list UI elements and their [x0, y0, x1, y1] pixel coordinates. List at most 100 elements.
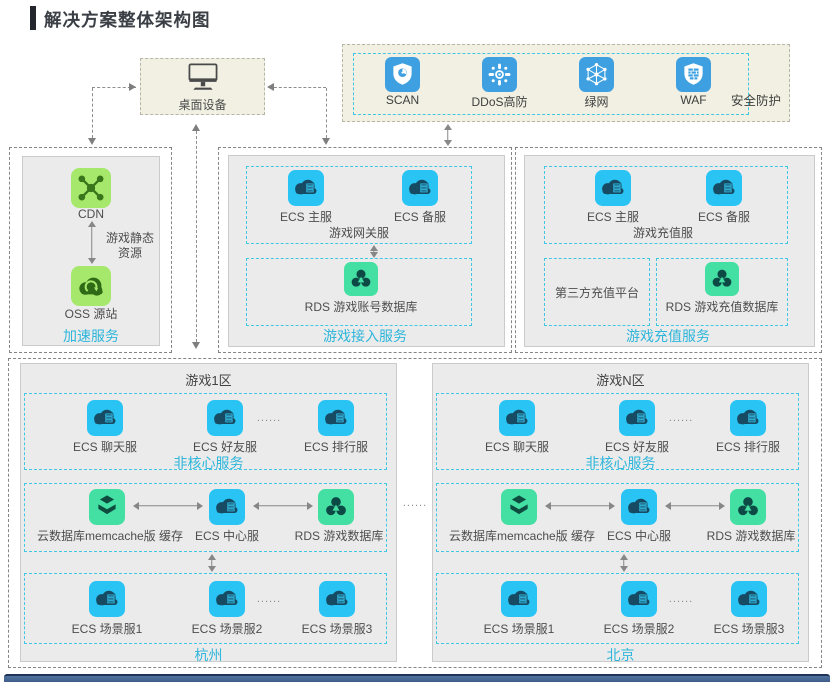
- zone-title: 游戏1区: [185, 373, 232, 388]
- noncore-item-label: ECS 聊天服: [484, 440, 549, 454]
- security-item-label: DDoS高防: [471, 95, 528, 109]
- cdn-icon: [71, 168, 111, 208]
- zone-gap-dots: ......: [402, 497, 428, 509]
- static-resource-label: 游戏静态 资源: [105, 231, 154, 260]
- security-item-waf: WAF: [645, 57, 742, 107]
- noncore-item-label: ECS 排行服: [303, 440, 368, 454]
- footer-bar: [4, 674, 830, 682]
- ellipsis-dots: ......: [256, 593, 282, 605]
- noncore-item-label: ECS 好友服: [604, 440, 669, 454]
- noncore-group-box: [24, 393, 387, 470]
- security-item-label: 绿网: [584, 95, 609, 109]
- db-arrow: [253, 501, 313, 510]
- scene-item-label: ECS 场景服2: [603, 622, 675, 636]
- security-item-label: WAF: [680, 93, 707, 107]
- access-service-label: 游戏接入服务: [323, 328, 407, 344]
- core-scene-arrow: [619, 554, 628, 572]
- ecs-icon: [621, 489, 657, 525]
- ecs-icon: [288, 170, 324, 206]
- arrowhead: [129, 83, 136, 91]
- ecs-primary-label: ECS 主服: [586, 210, 639, 224]
- center-server-label: ECS 中心服: [606, 529, 671, 543]
- recharge-group-box: [544, 166, 788, 244]
- rds-icon: [318, 489, 354, 525]
- memcache-icon: [89, 489, 125, 525]
- title-accent-bar: [30, 6, 36, 30]
- oss-label: OSS 源站: [64, 307, 118, 321]
- access-rds-label: RDS 游戏账号数据库: [304, 300, 418, 314]
- scene-group-box: [24, 573, 387, 644]
- ecs-icon: [730, 400, 766, 436]
- zone-rds-label: RDS 游戏数据库: [706, 529, 796, 543]
- ecs-icon: [209, 581, 245, 617]
- noncore-label: 非核心服务: [585, 455, 656, 471]
- green-net-icon: [579, 57, 614, 92]
- ecs-icon: [706, 170, 742, 206]
- scene-item-label: ECS 场景服2: [191, 622, 263, 636]
- center-server-label: ECS 中心服: [194, 529, 259, 543]
- zone-title: 游戏N区: [596, 373, 645, 388]
- scan-icon: [385, 57, 420, 92]
- acceleration-service-label: 加速服务: [63, 328, 119, 344]
- core-group-box: [24, 483, 387, 552]
- ecs-primary-label: ECS 主服: [279, 210, 332, 224]
- ecs-icon: [89, 581, 125, 617]
- gateway-label: 游戏网关服: [328, 226, 389, 240]
- recharge-rds-label: RDS 游戏充值数据库: [665, 300, 779, 314]
- arrowhead: [267, 83, 274, 91]
- oss-icon: [71, 266, 111, 306]
- desktop-device-label: 桌面设备: [178, 98, 227, 112]
- arrowhead: [322, 138, 330, 145]
- recharge-rds-box: [656, 258, 788, 326]
- arrowhead: [192, 124, 200, 131]
- scene-item-label: ECS 场景服3: [713, 622, 785, 636]
- scene-item-label: ECS 场景服1: [71, 622, 143, 636]
- security-zone: SCAN DDoS高防 绿网 WAF 安全防护: [342, 44, 790, 122]
- ecs-icon: [319, 581, 355, 617]
- access-outer-box: [218, 147, 512, 353]
- third-party-platform-box: 第三方充值平台: [544, 258, 650, 326]
- recharge-outer-box: [515, 147, 822, 353]
- recharge-service-label: 游戏充值服务: [626, 328, 710, 344]
- dashed-line: [269, 87, 326, 88]
- ecs-backup-label: ECS 备服: [393, 210, 446, 224]
- dashed-line: [326, 88, 327, 138]
- noncore-item-label: ECS 聊天服: [72, 440, 137, 454]
- scene-item-label: ECS 场景服3: [301, 622, 373, 636]
- ecs-icon: [87, 400, 123, 436]
- noncore-item-label: ECS 好友服: [192, 440, 257, 454]
- db-arrow: [665, 501, 725, 510]
- scene-item-label: ECS 场景服1: [483, 622, 555, 636]
- core-group-box: [436, 483, 799, 552]
- zone-rds-label: RDS 游戏数据库: [294, 529, 384, 543]
- dashed-line: [92, 88, 93, 138]
- third-party-platform-label: 第三方充值平台: [554, 285, 639, 300]
- ecs-icon: [619, 400, 655, 436]
- security-item-green-net: 绿网: [548, 57, 645, 110]
- noncore-group-box: [436, 393, 799, 470]
- ecs-icon: [499, 400, 535, 436]
- security-inner-box: SCAN DDoS高防 绿网 WAF: [353, 53, 749, 115]
- region-label: 北京: [606, 647, 635, 663]
- cache-arrow: [545, 501, 615, 510]
- ecs-icon: [402, 170, 438, 206]
- ellipsis-dots: ......: [668, 412, 694, 424]
- cdn-label: CDN: [78, 207, 104, 221]
- cache-arrow: [133, 501, 203, 510]
- security-zone-label: 安全防护: [730, 94, 781, 108]
- noncore-item-label: ECS 排行服: [715, 440, 780, 454]
- ecs-icon: [501, 581, 537, 617]
- arrowhead: [192, 342, 200, 349]
- zones-outer-box: [8, 358, 822, 668]
- noncore-label: 非核心服务: [173, 455, 244, 471]
- rds-group-box: [246, 258, 472, 326]
- access-service-box: [228, 155, 505, 347]
- ecs-icon: [318, 400, 354, 436]
- monitor-icon: [182, 60, 224, 95]
- arrowhead: [88, 138, 96, 145]
- ddos-icon: [482, 57, 517, 92]
- gateway-rds-arrow: [369, 245, 378, 258]
- ellipsis-dots: ......: [256, 412, 282, 424]
- waf-icon: [676, 57, 711, 92]
